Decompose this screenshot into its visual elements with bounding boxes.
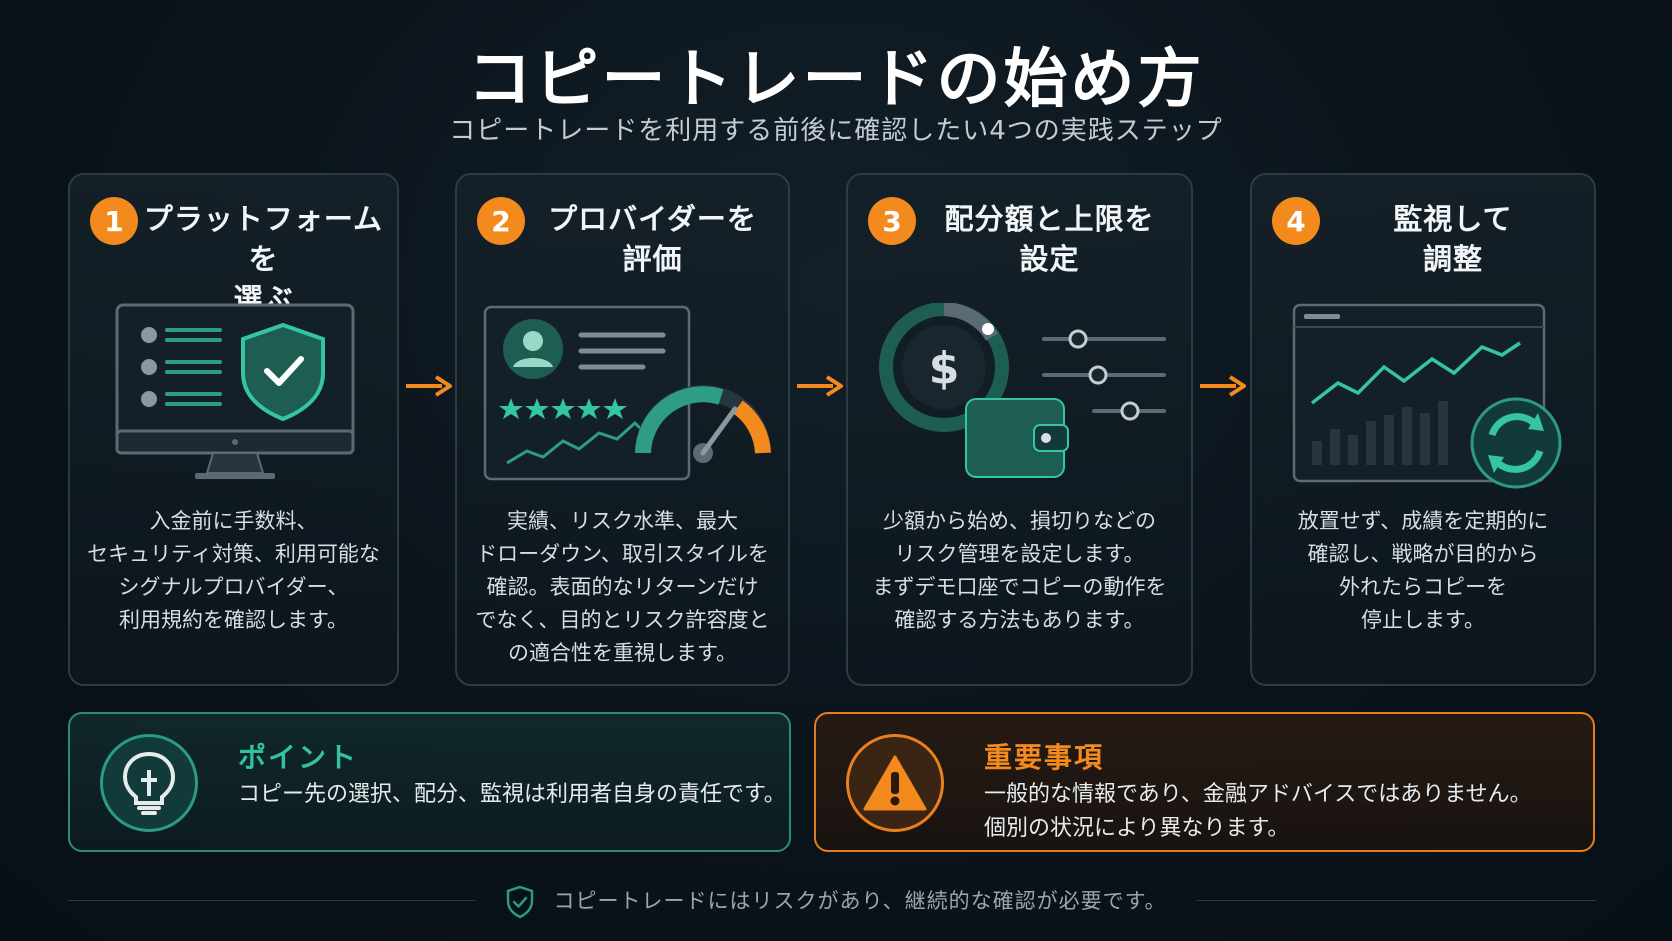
step-card-4: 4 監視して 調整 放置せず、成績を定期的に 確認し、戦略が目的から 外れたらコ…	[1250, 173, 1596, 686]
warning-icon	[846, 734, 944, 832]
footer-divider-right	[1196, 900, 1596, 901]
arrow-right-icon	[1200, 375, 1246, 397]
step-description: 実績、リスク水準、最大 ドローダウン、取引スタイルを 確認。表面的なリターンだけ…	[475, 509, 770, 665]
point-heading: ポイント	[238, 741, 359, 774]
point-body: コピー先の選択、配分、監視は利用者自身の責任です。	[238, 782, 786, 807]
step-card-3: 3 配分額と上限を 設定 $ 少額から始め、損切りなどの リスク管理を設定します…	[846, 173, 1193, 686]
chart-refresh-icon	[1292, 303, 1562, 489]
arrow-right-icon	[797, 375, 843, 397]
page-subtitle: コピートレードを利用する前後に確認したい4つの実践ステップ	[449, 116, 1223, 146]
lightbulb-icon	[100, 734, 198, 832]
arrow-right-icon	[406, 375, 452, 397]
shield-check-icon	[507, 885, 534, 919]
monitor-shield-icon	[115, 303, 355, 479]
profile-gauge-icon	[483, 305, 771, 481]
step-card-1: 1 プラットフォームを 選ぶ 入金前に手数料、 セキュリティ対策、利用可能な シ…	[68, 173, 399, 686]
footer-divider-left	[68, 900, 476, 901]
step-card-2: 2 プロバイダーを 評価 実績、リスク水準、最大 ドローダウン、取引スタイルを	[455, 173, 790, 686]
step-number-badge: 4	[1272, 197, 1320, 245]
step-title: プロバイダーを 評価	[548, 202, 757, 276]
step-description: 入金前に手数料、 セキュリティ対策、利用可能な シグナルプロバイダー、 利用規約…	[87, 509, 380, 632]
step-number-badge: 1	[90, 197, 138, 245]
footer-disclaimer: コピートレードにはリスクがあり、継続的な確認が必要です。	[0, 885, 1672, 919]
step-title: 配分額と上限を 設定	[944, 202, 1155, 276]
step-description: 放置せず、成績を定期的に 確認し、戦略が目的から 外れたらコピーを 停止します。	[1297, 509, 1549, 632]
step-title: プラットフォームを 選ぶ	[143, 202, 384, 316]
warning-box: 重要事項 一般的な情報であり、金融アドバイスではありません。 個別の状況により異…	[814, 712, 1595, 852]
step-number-badge: 3	[868, 197, 916, 245]
step-description: 少額から始め、損切りなどの リスク管理を設定します。 まずデモ口座でコピーの動作…	[872, 509, 1167, 632]
svg-text:$: $	[929, 343, 960, 394]
footer-text: コピートレードにはリスクがあり、継続的な確認が必要です。	[553, 889, 1167, 913]
warning-body: 一般的な情報であり、金融アドバイスではありません。 個別の状況により異なります。	[984, 782, 1532, 841]
point-box: ポイント コピー先の選択、配分、監視は利用者自身の責任です。	[68, 712, 791, 852]
warning-heading: 重要事項	[984, 741, 1105, 774]
page-title: コピートレードの始め方	[467, 43, 1205, 117]
step-title: 監視して 調整	[1393, 202, 1513, 276]
dollar-wallet-sliders-icon: $	[879, 303, 1166, 478]
step-number-badge: 2	[477, 197, 525, 245]
